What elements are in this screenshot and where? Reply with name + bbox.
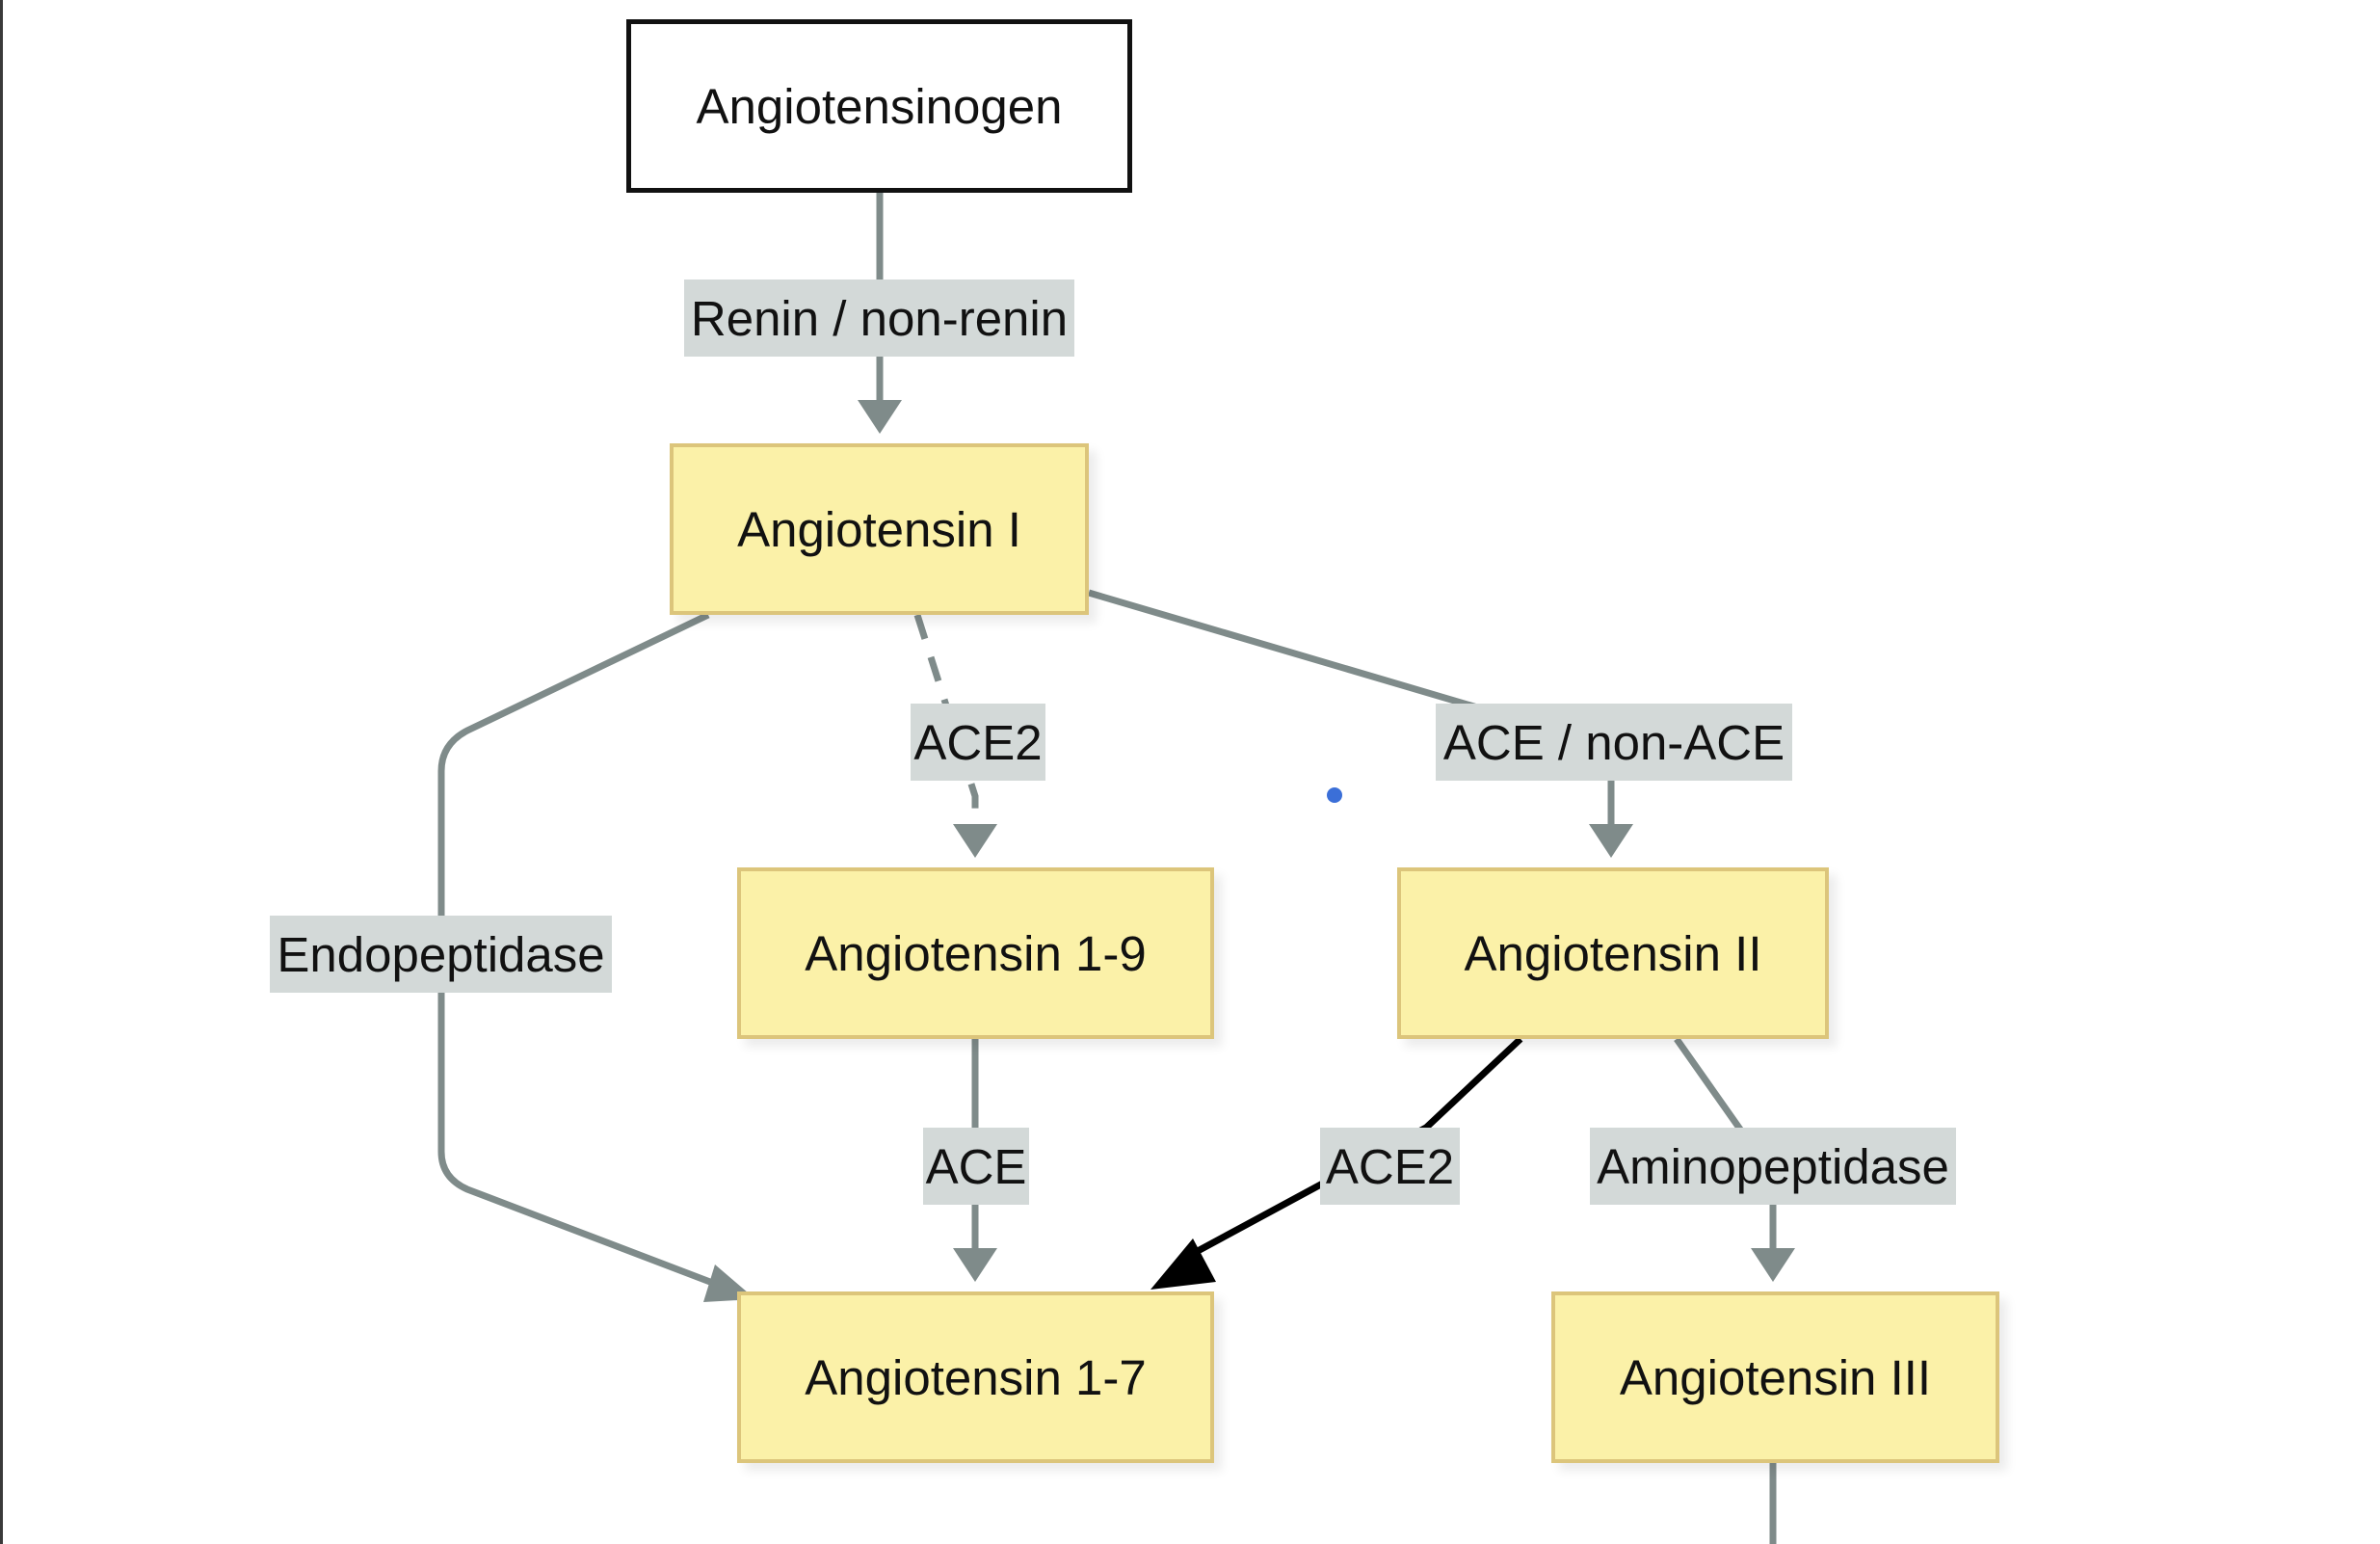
node-angiotensin-1-9: Angiotensin 1-9 xyxy=(737,867,1214,1039)
edge-ace-arrowhead xyxy=(1589,824,1633,858)
edge-ace2-bottom-arrowhead xyxy=(1150,1238,1216,1290)
edge-label-endopeptidase: Endopeptidase xyxy=(270,916,612,993)
node-angiotensin-ii: Angiotensin II xyxy=(1397,867,1829,1039)
node-angiotensinogen: Angiotensinogen xyxy=(626,19,1132,193)
edge-label-ace2-bottom: ACE2 xyxy=(1320,1128,1460,1205)
left-border xyxy=(0,0,3,1544)
edge-label-aminopeptidase: Aminopeptidase xyxy=(1590,1128,1956,1205)
edge-ace-bottom-arrowhead xyxy=(953,1248,997,1282)
node-angiotensin-i: Angiotensin I xyxy=(670,443,1089,615)
node-angiotensin-iii: Angiotensin III xyxy=(1551,1291,1999,1463)
node-angiotensin-1-7: Angiotensin 1-7 xyxy=(737,1291,1214,1463)
edge-label-ace2-top: ACE2 xyxy=(911,704,1045,781)
edge-ace2-top-line xyxy=(913,613,979,829)
edge-label-ace: ACE xyxy=(923,1128,1029,1205)
edge-aminopeptidase-arrowhead xyxy=(1751,1248,1795,1282)
edge-renin-arrowhead xyxy=(858,400,902,434)
cursor-dot xyxy=(1327,787,1342,803)
edge-ace2-top-arrowhead xyxy=(953,824,997,858)
edge-label-renin: Renin / non-renin xyxy=(684,280,1074,357)
edge-label-ace-nonace: ACE / non-ACE xyxy=(1436,704,1792,781)
